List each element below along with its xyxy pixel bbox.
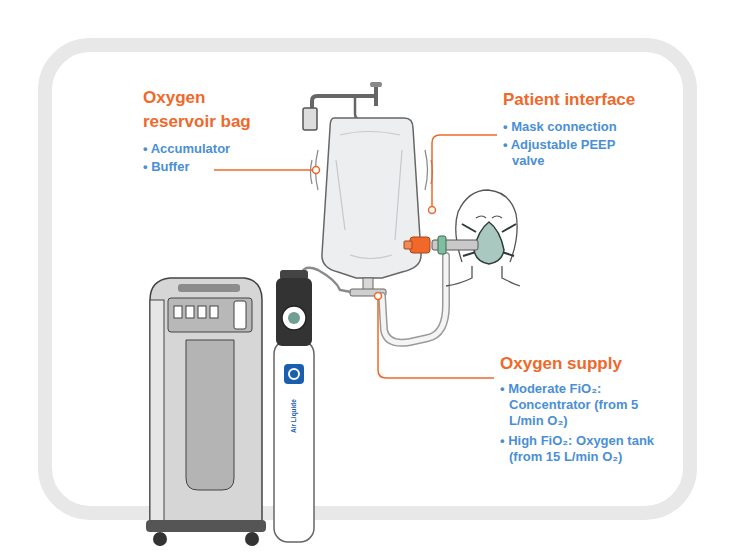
oxygen-tank — [274, 340, 314, 542]
callout-item: • Adjustable PEEP valve — [503, 137, 645, 169]
bag-neck — [363, 278, 373, 290]
leader-line — [432, 135, 497, 206]
breathing-tube — [382, 256, 446, 343]
bag-hook — [355, 96, 362, 120]
callout-item: • Mask connection — [503, 119, 663, 135]
callout-item: • Moderate FiO₂: Concentrator (from 5 L/… — [500, 381, 668, 429]
peep-knob — [404, 241, 412, 249]
stand-cap — [370, 82, 382, 87]
regulator — [276, 278, 312, 346]
gauge-dial — [288, 312, 300, 324]
callout-heading: Oxygen supply — [500, 352, 690, 376]
tank-logo-mark — [289, 369, 299, 379]
panel-switch — [186, 306, 194, 318]
concentrator-side — [150, 300, 164, 524]
motion-mark — [311, 150, 433, 190]
concentrator-handle — [178, 284, 240, 292]
gauge — [282, 306, 306, 330]
callout-heading: Oxygen reservoir bag — [143, 86, 268, 134]
leader-dot — [375, 293, 382, 300]
flowmeter — [234, 301, 246, 329]
stand-pole — [374, 86, 378, 106]
frame — [45, 45, 690, 513]
bag-crease — [336, 132, 402, 259]
leader-line — [378, 300, 494, 378]
reservoir-bag — [322, 118, 421, 278]
panel-switch — [198, 306, 206, 318]
breathing-tube — [382, 256, 446, 343]
callout-item: • Accumulator — [143, 141, 293, 157]
brand-text: Air Liquide — [290, 392, 298, 440]
leader-dot — [313, 167, 320, 174]
control-panel — [168, 298, 252, 332]
wheel — [153, 532, 167, 546]
callout-heading: Patient interface — [503, 88, 693, 112]
stand-clamp — [303, 108, 317, 130]
concentrator-recess — [186, 340, 234, 490]
peep-valve — [410, 237, 430, 253]
connector-ring — [438, 236, 446, 254]
panel-switch — [174, 306, 182, 318]
concentrator-body — [150, 278, 262, 524]
leader-line — [214, 169, 312, 171]
wheel — [245, 532, 259, 546]
leader-dot — [429, 207, 436, 214]
panel-switch — [210, 306, 218, 318]
concentrator-base — [146, 520, 266, 532]
callout-item: • High FiO₂: Oxygen tank (from 15 L/min … — [500, 433, 668, 465]
callout-item: • Buffer — [143, 159, 293, 175]
neck-outline — [446, 266, 520, 286]
tank-logo — [284, 364, 304, 384]
eye — [476, 216, 502, 218]
